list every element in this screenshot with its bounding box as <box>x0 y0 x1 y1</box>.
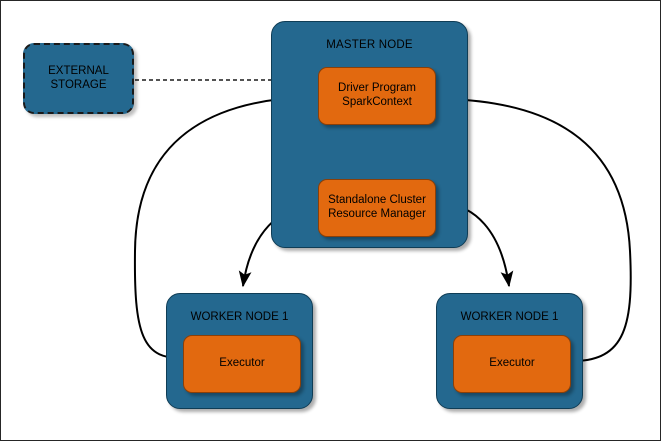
worker-node-2-label: WORKER NODE 1 <box>460 311 559 323</box>
executor-node-2[interactable]: Executor <box>453 335 571 393</box>
driver-program-sparkcontext-node[interactable]: Driver Program SparkContext <box>318 67 436 125</box>
worker-node-1-label: WORKER NODE 1 <box>190 311 289 323</box>
external-storage-node[interactable]: EXTERNAL STORAGE <box>23 43 134 114</box>
executor-node-1[interactable]: Executor <box>183 335 301 393</box>
master-node-label: MASTER NODE <box>326 39 413 51</box>
standalone-cluster-resource-manager-node[interactable]: Standalone Cluster Resource Manager <box>318 179 436 237</box>
